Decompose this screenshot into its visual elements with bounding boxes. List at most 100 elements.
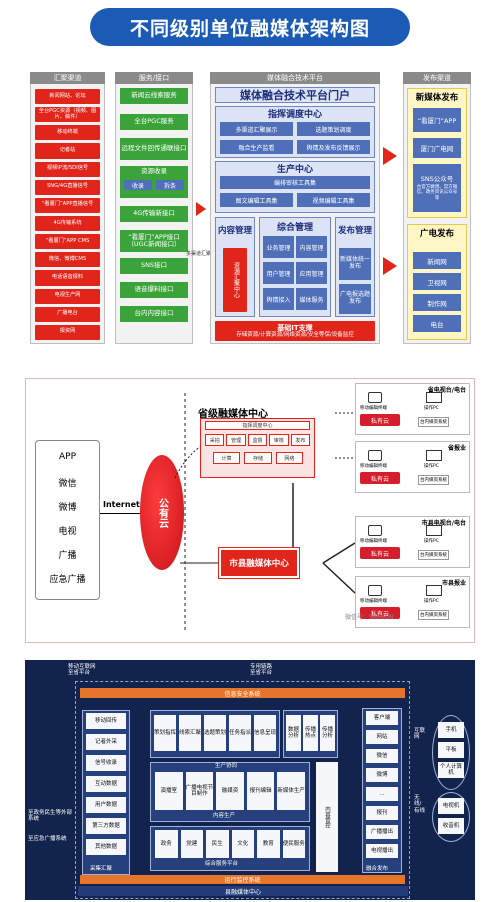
source-item: “看厦门”APP CMS (35, 234, 100, 250)
private-cloud: 私有云 (360, 547, 400, 559)
site-left: 移动编辑终端 (360, 599, 387, 604)
synthesis-item: 应用管理 (296, 262, 327, 284)
left-out-1: 至政务民生等外部系统 (28, 810, 73, 823)
broadcast-list: 新闻网卫视网制作网电台 (413, 252, 461, 336)
top-mid-2: 至省平台 (250, 670, 273, 677)
service-item: 4G传输新接口 (120, 206, 188, 222)
terminals-2: 电视机收音机 (438, 798, 464, 838)
publish-item: 新媒体统一发布 (339, 248, 371, 280)
d3-outer (75, 681, 410, 899)
cmd-item: 融合生产监看 (220, 140, 293, 154)
site-sys: 台内媒资系统 (418, 610, 449, 620)
func-box: 管理 (226, 434, 246, 446)
province-center-title: 省级融媒体中心 (198, 409, 268, 420)
publish-item: ... (366, 787, 398, 801)
source-item: 全台PGC资源（视频、图片、稿件） (35, 107, 100, 123)
publish-item: 微博 (366, 768, 398, 782)
top-mid-label: 专用链路至省平台 (250, 664, 272, 677)
service-item: 党建 (180, 830, 203, 858)
produce-item: 广播电视节目制作 (185, 772, 214, 810)
channel-item: 微博 (58, 503, 77, 513)
nm-item: “看厦门”APP (413, 108, 461, 132)
manage-box: 内容管控 (316, 762, 338, 872)
publish-item: 电视播出 (366, 844, 398, 858)
source-item: “看厦门”APP直播信号 (35, 197, 100, 213)
func-box: 采拍 (205, 434, 225, 446)
terminal-item: 平板 (438, 742, 464, 758)
produce-title: 生产协同 (215, 763, 238, 769)
portal-title: 媒体融合技术平台门户 (215, 87, 375, 103)
service-item: 远程文件回传通联接口 (120, 138, 188, 160)
top-left-1: 移动互联网 (68, 664, 96, 670)
site-right: 操作PC (424, 539, 439, 544)
publish-item: 报刊 (366, 806, 398, 820)
service-item: “看厦门”APP接口（UGC新闻接口） (120, 230, 188, 252)
col2-head: 服务/接口 (115, 72, 193, 84)
collect-item: 用户数据 (86, 797, 126, 813)
nm-item-sns: SNS公众号 台官方微博、官方微信、政务资讯公众号等 (413, 164, 461, 212)
ops-bar: 运行监控系统 (80, 875, 405, 884)
source-item: SNG/4G直播信号 (35, 179, 100, 195)
site-right: 操作PC (424, 464, 439, 469)
diagram-1: 汇聚渠道 新闻网站、论坛全台PGC资源（视频、图片、稿件）移动终端记者站视频IP… (25, 72, 475, 344)
tablet-icon (368, 392, 382, 403)
func-box: 存储 (244, 452, 272, 464)
tool-item: 图文编辑工具集 (220, 193, 293, 207)
func-box: 网络 (275, 452, 303, 464)
terminals-1: 手机平板个人计算机 (438, 722, 464, 782)
collect-item: 信号收录 (86, 755, 126, 771)
col1-head: 汇聚渠道 (30, 72, 105, 84)
site-left: 移动编辑终端 (360, 406, 387, 411)
analysis-item: 数据分析 (286, 715, 301, 751)
tablet-icon (368, 525, 382, 536)
base-items: 存储资源/计算资源/网络资源/安全等保/设备监控 (236, 331, 354, 338)
source-item: 微信、微博CMS (35, 252, 100, 268)
watermark: 微信号：SASSUN (345, 614, 394, 621)
service-item: SNS接口 (120, 258, 188, 274)
nm-item: 厦门广电网 (413, 138, 461, 158)
service-item: 全台PGC服务 (120, 114, 188, 130)
service-item: 拆条 (156, 180, 184, 190)
tool-item: 视频编辑工具集 (297, 193, 370, 207)
bottom-bar: 县融媒体中心 (78, 886, 408, 896)
command-title: 指挥调度中心 (267, 109, 322, 120)
terminal-item: 个人计算机 (438, 762, 464, 778)
source-item: 新闻网站、论坛 (35, 89, 100, 105)
terminal-item: 收音机 (438, 818, 464, 834)
connector (100, 513, 142, 514)
source-item: 电话语音报料 (35, 270, 100, 286)
collect-item: 移动回传 (86, 713, 126, 729)
page-title: 不同级别单位融媒体架构图 (90, 8, 410, 46)
left-out-2: 至应急广播系统 (28, 836, 67, 842)
channel-box (35, 440, 100, 600)
net1-label: 互联网 (414, 728, 426, 741)
synthesis-item: 舆情接入 (263, 288, 294, 310)
arrow-icon (196, 202, 206, 216)
channel-item: 应急广播 (49, 575, 86, 585)
service-item: 语音爆料接口 (120, 282, 188, 298)
arrow-icon (383, 147, 397, 165)
content-mgmt-title: 内容管理 (217, 226, 252, 237)
collect-item: 其他数据 (86, 839, 126, 855)
editor-tools: 编排审核工具集 (220, 176, 370, 189)
right-caption: 融合发布 (366, 866, 389, 872)
col3-head: 媒体融合技术平台 (210, 72, 380, 84)
broadcast-item: 卫视网 (413, 273, 461, 290)
site-sys: 台内媒资系统 (418, 475, 449, 485)
channel-item: 电视 (58, 527, 77, 537)
broadcast-item: 新闻网 (413, 252, 461, 269)
plan-item: 线索汇聚 (179, 715, 201, 751)
newmedia-title: 新媒体发布 (415, 93, 459, 103)
synthesis-item: 业务管理 (263, 236, 294, 258)
site-name: 市县报业 (441, 580, 466, 587)
plan-item: 信息呈现 (254, 715, 276, 751)
plan-item: 选题策划 (204, 715, 226, 751)
county-center: 市县融媒体中心 (218, 547, 300, 579)
site-name: 省电视台/电台 (427, 387, 466, 394)
service-items: 政务党建民生文化教育便民服务 (155, 830, 305, 858)
plan-items: 策划指挥线索汇聚选题策划任务指派信息呈现 (154, 715, 276, 751)
